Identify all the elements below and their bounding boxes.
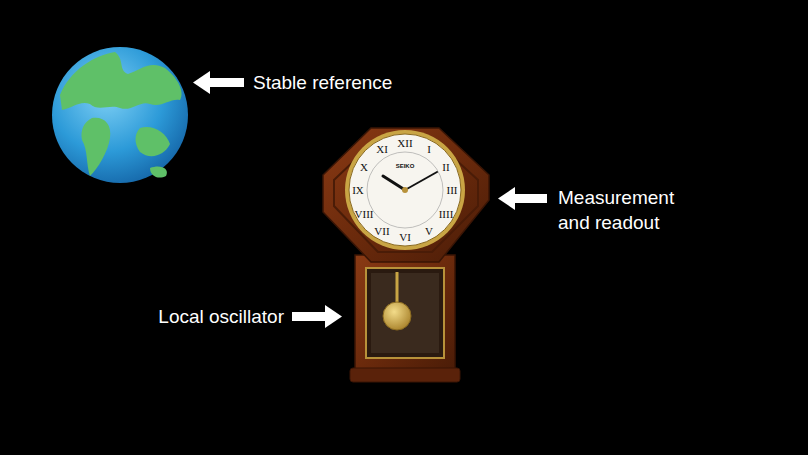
dial-numeral: VII bbox=[374, 225, 389, 237]
dial-numeral: IX bbox=[352, 184, 364, 196]
dial-numeral: III bbox=[447, 184, 458, 196]
caption-label: Local oscillator bbox=[158, 304, 284, 329]
dial-numeral: VI bbox=[399, 231, 411, 243]
dial-numeral: I bbox=[427, 143, 431, 155]
dial-numeral: IIII bbox=[439, 208, 454, 220]
arrow bbox=[498, 187, 547, 210]
dial-numeral: XII bbox=[397, 137, 412, 149]
dial-numeral: VIII bbox=[355, 208, 374, 220]
pendulum-clock bbox=[323, 128, 489, 382]
dial-numeral: II bbox=[442, 161, 449, 173]
caption-label: Stable reference bbox=[253, 70, 392, 95]
dial-numeral: V bbox=[425, 225, 433, 237]
caption-label: Measurement and readout bbox=[558, 185, 688, 235]
brand-name: SEIKO bbox=[396, 163, 415, 170]
arrow bbox=[193, 71, 244, 94]
dial-numeral: XI bbox=[376, 143, 388, 155]
globe bbox=[52, 47, 188, 183]
arrow bbox=[292, 305, 342, 328]
dial-numeral: X bbox=[360, 161, 368, 173]
